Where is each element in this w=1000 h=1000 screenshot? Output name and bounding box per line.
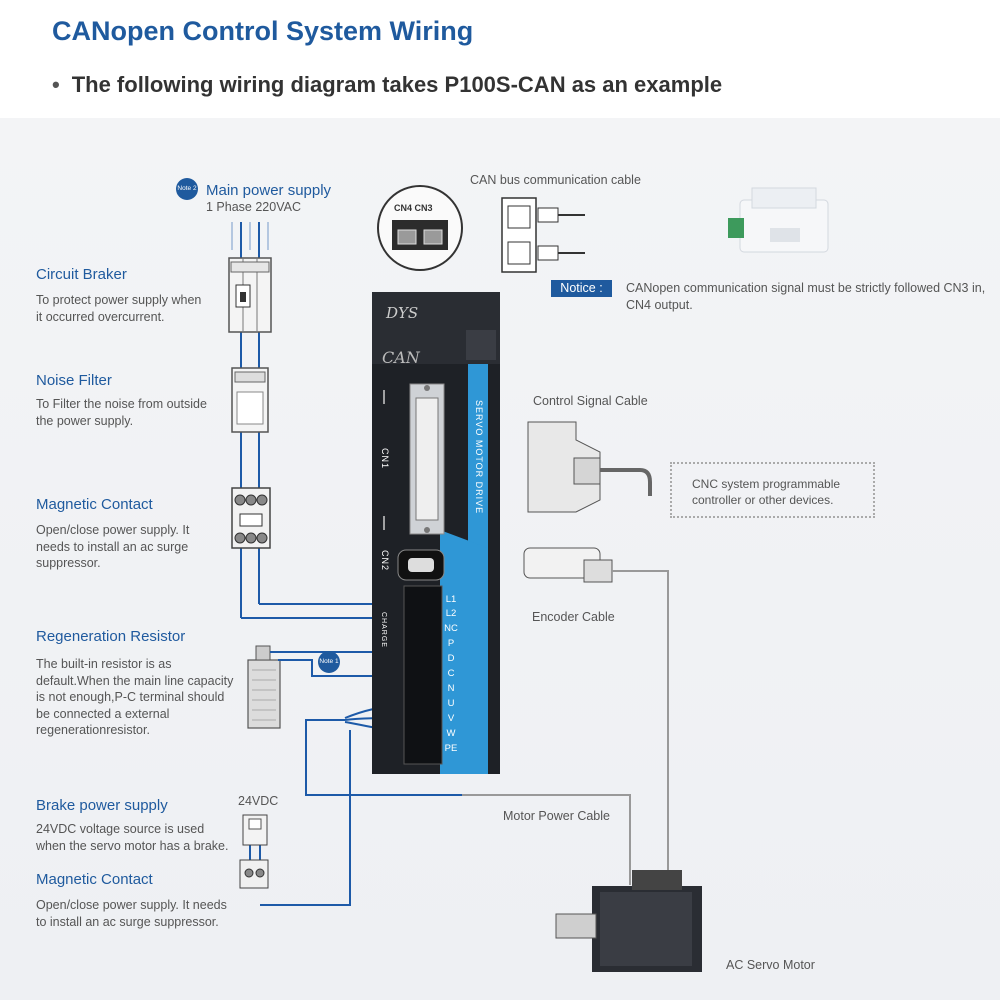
terminal-n: N bbox=[447, 683, 455, 694]
servo-drive bbox=[372, 292, 500, 774]
terminal-p: P bbox=[447, 638, 455, 649]
can-port-labels: CN4 CN3 bbox=[394, 203, 433, 213]
main-power-spec: 1 Phase 220VAC bbox=[206, 200, 301, 214]
notice-text: CANopen communication signal must be str… bbox=[626, 281, 986, 312]
charge-label: CHARGE bbox=[380, 612, 387, 648]
brake-voltage: 24VDC bbox=[238, 794, 279, 808]
drive-stripe-text: SERVO MOTOR DRIVE bbox=[474, 400, 484, 515]
terminal-w: W bbox=[446, 728, 456, 739]
cn1-label: CN1 bbox=[380, 448, 390, 470]
terminal-v: V bbox=[447, 713, 455, 724]
brake-supply-device bbox=[242, 814, 268, 846]
control-signal-cable bbox=[527, 421, 652, 513]
cnc-text: CNC system programmable controller or ot… bbox=[692, 477, 841, 507]
magnetic-contact-2-desc: Open/close power supply. It needs to ins… bbox=[36, 898, 227, 929]
page-title: CANopen Control System Wiring bbox=[52, 16, 474, 46]
noise-filter-label: Noise Filter bbox=[36, 372, 112, 389]
noise-filter-desc: To Filter the noise from outside the pow… bbox=[36, 397, 207, 428]
brake-power-desc: 24VDC voltage source is used when the se… bbox=[36, 822, 229, 853]
circuit-breaker-label: Circuit Braker bbox=[36, 266, 127, 283]
header: CANopen Control System Wiring • The follo… bbox=[0, 0, 1000, 118]
cnc-box: CNC system programmable controller or ot… bbox=[670, 462, 875, 518]
terminal-u: U bbox=[447, 698, 455, 709]
motor-power-cable-label: Motor Power Cable bbox=[503, 809, 610, 823]
can-bus-label: CAN bus communication cable bbox=[470, 173, 641, 187]
brake-power-label: Brake power supply bbox=[36, 797, 168, 814]
ac-servo-motor bbox=[555, 870, 702, 972]
regen-resistor-device bbox=[247, 645, 281, 729]
drive-brand: DYS bbox=[386, 304, 419, 322]
motor-power-cable bbox=[462, 794, 631, 885]
neutral-wires bbox=[231, 222, 269, 250]
control-signal-label: Control Signal Cable bbox=[533, 394, 648, 408]
terminal-pe: PE bbox=[444, 743, 458, 754]
cn2-label: CN2 bbox=[380, 550, 390, 572]
page-subtitle: • The following wiring diagram takes P100… bbox=[52, 72, 722, 98]
main-power-label: Main power supply bbox=[206, 182, 332, 199]
bullet: • bbox=[52, 72, 60, 97]
magnetic-contact-1-label: Magnetic Contact bbox=[36, 496, 153, 513]
note1-badge: Note 1 bbox=[318, 651, 340, 673]
noise-filter-device bbox=[231, 367, 269, 433]
terminal-c: C bbox=[447, 668, 455, 679]
can-port-closeup bbox=[377, 185, 463, 271]
circuit-breaker-desc: To protect power supply when it occurred… bbox=[36, 293, 202, 324]
can-cable-connectors bbox=[501, 197, 585, 273]
magnetic-contactor-2-device bbox=[239, 859, 269, 889]
magnetic-contact-2-label: Magnetic Contact bbox=[36, 871, 153, 888]
circuit-breaker-device bbox=[228, 257, 272, 333]
subtitle-text: The following wiring diagram takes P100S… bbox=[71, 72, 723, 97]
encoder-cable bbox=[523, 547, 669, 880]
regen-resistor-desc: The built-in resistor is as default.When… bbox=[36, 657, 234, 737]
magnetic-contactor-1-device bbox=[231, 487, 271, 549]
magnetic-contact-1-desc: Open/close power supply. It needs to ins… bbox=[36, 523, 190, 570]
controller-module bbox=[728, 187, 829, 253]
regen-resistor-label: Regeneration Resistor bbox=[36, 628, 186, 645]
encoder-cable-label: Encoder Cable bbox=[532, 610, 615, 624]
terminal-d: D bbox=[447, 653, 455, 664]
drive-model: CAN bbox=[382, 348, 420, 367]
terminal-nc: NC bbox=[444, 623, 458, 634]
notice-tag: Notice : bbox=[551, 280, 612, 297]
terminal-l2: L2 bbox=[445, 608, 457, 619]
terminal-l1: L1 bbox=[445, 594, 457, 605]
motor-label: AC Servo Motor bbox=[726, 958, 815, 972]
note2-badge: Note 2 bbox=[176, 178, 198, 200]
